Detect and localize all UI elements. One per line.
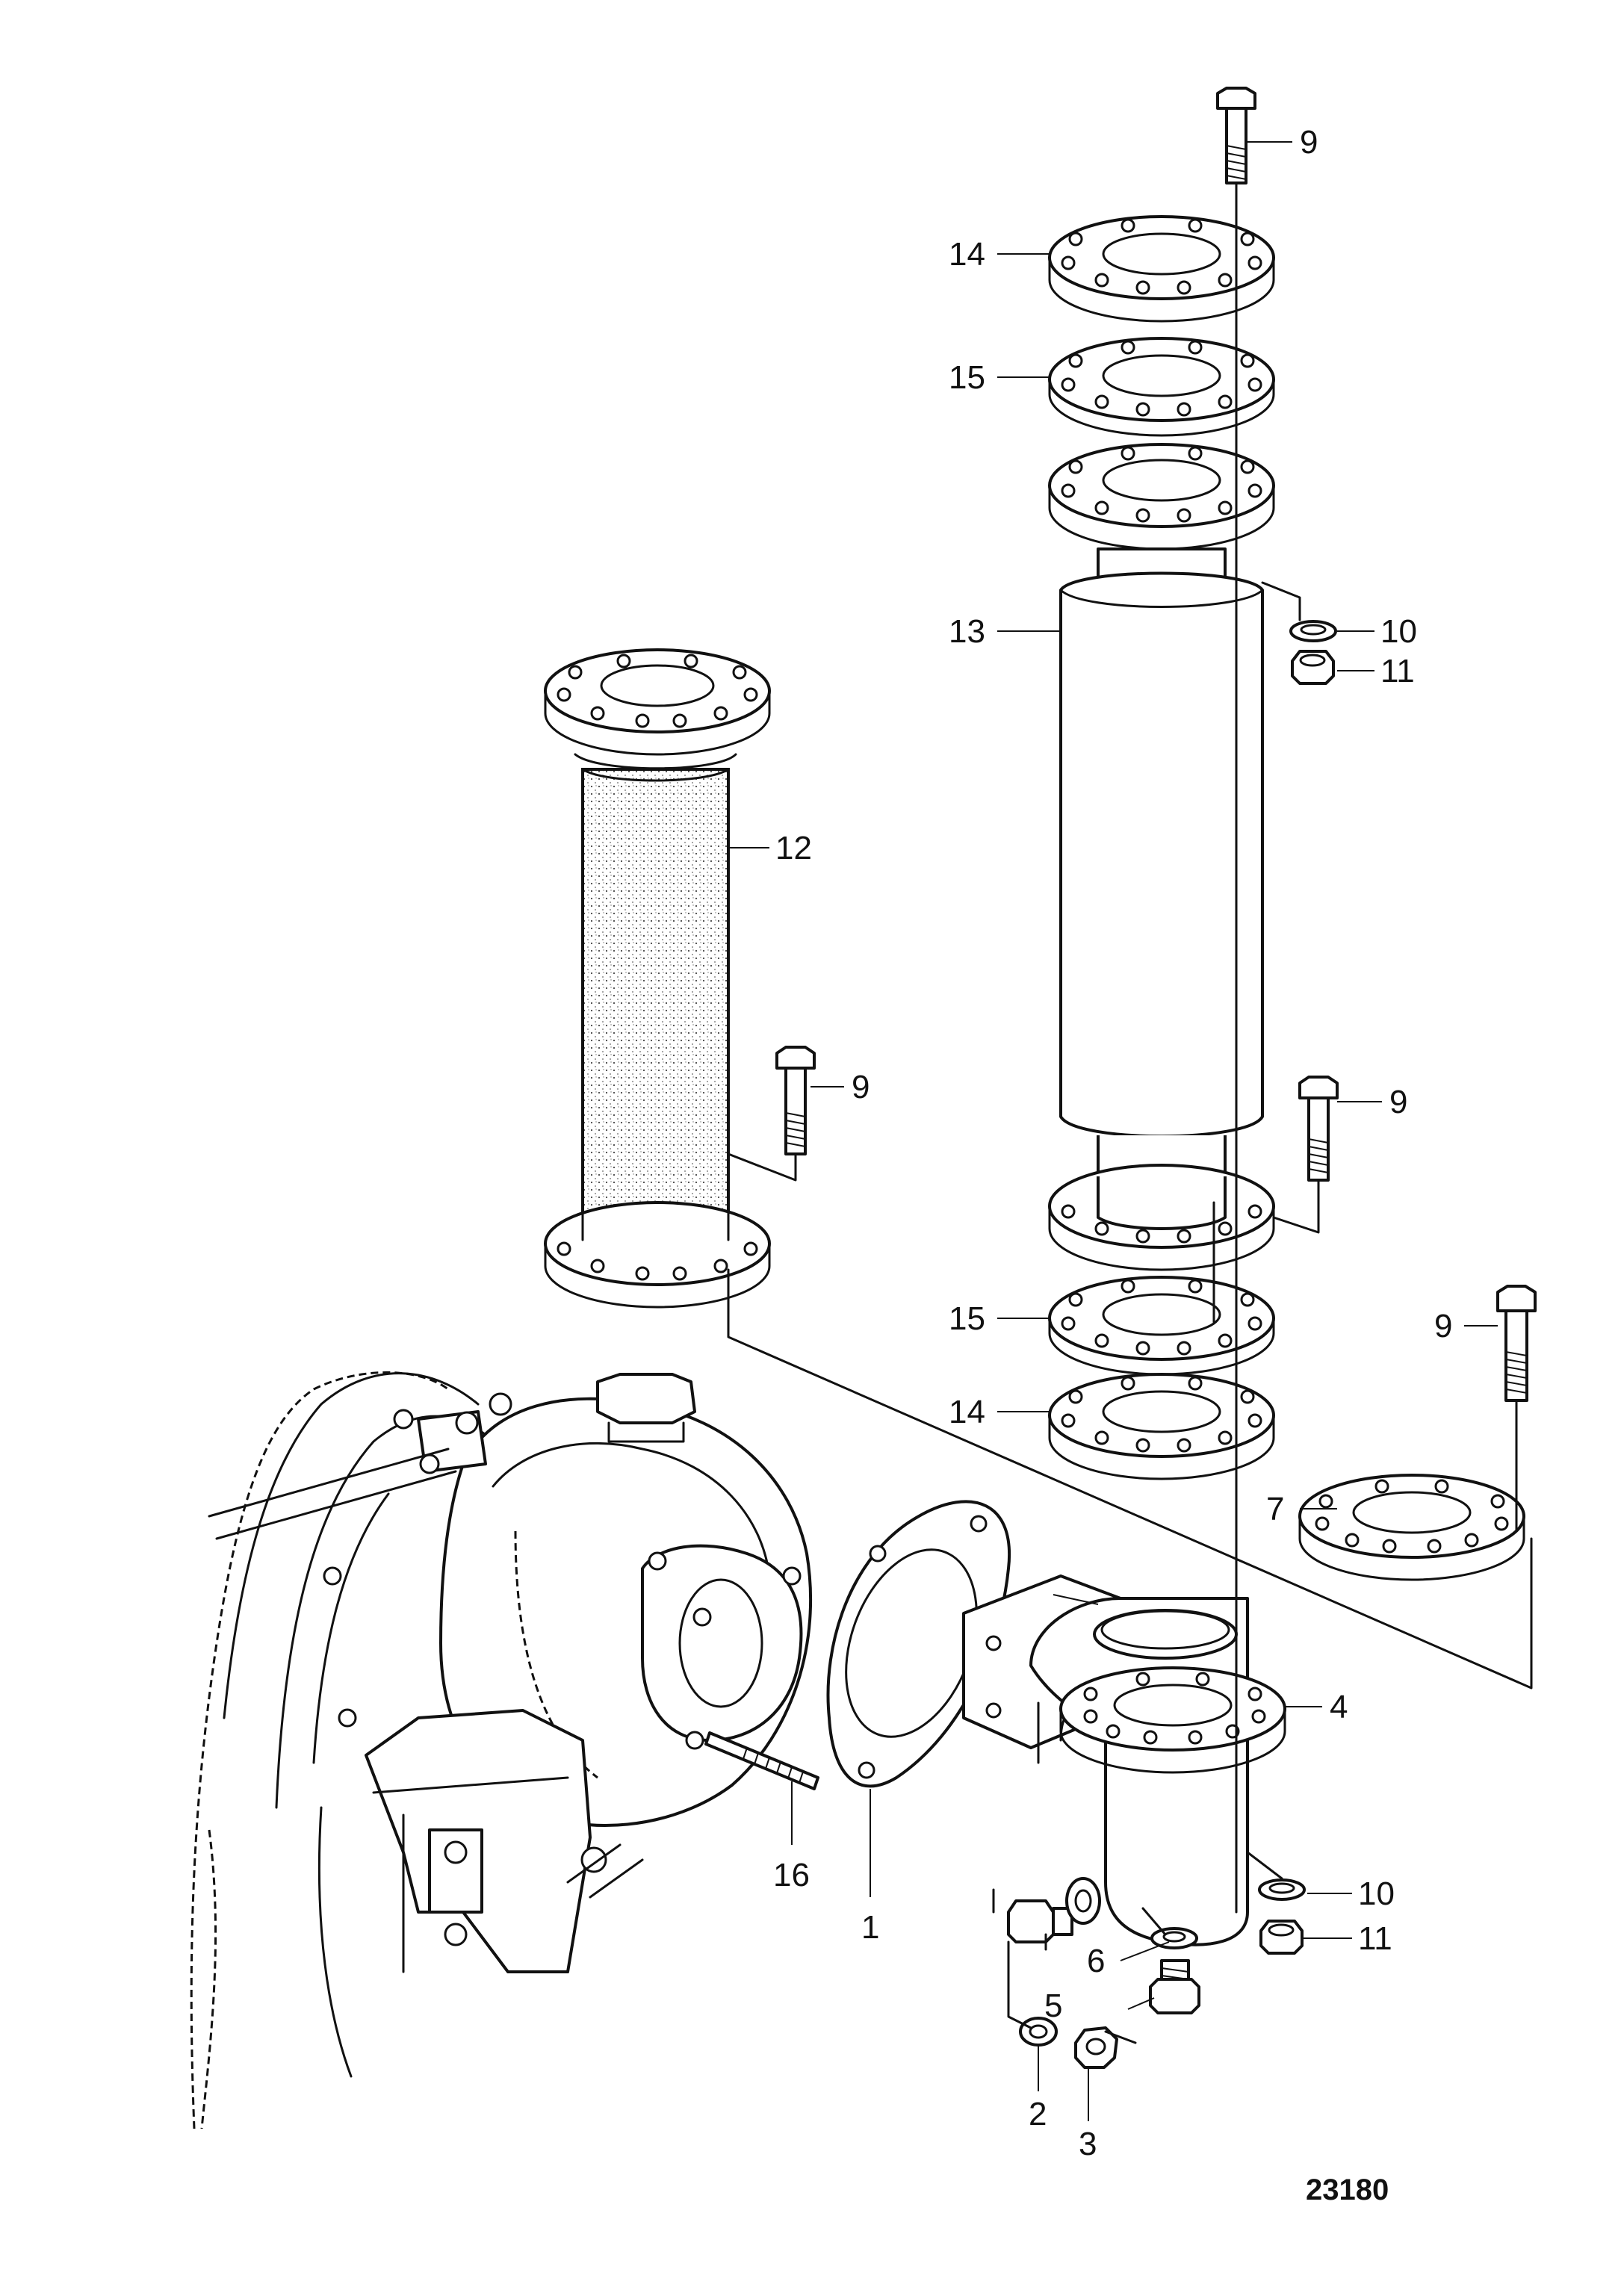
callout-10: 10 — [1358, 1875, 1395, 1912]
callout-12: 12 — [775, 830, 812, 866]
callout-9: 9 — [852, 1069, 870, 1105]
callout-10: 10 — [1380, 613, 1417, 650]
nut-3 — [1074, 2026, 1118, 2069]
plug-part — [1007, 1899, 1073, 1943]
flange-14-top — [1048, 215, 1275, 323]
bolt-9-top — [1216, 87, 1256, 184]
assembly-lines — [727, 181, 1533, 2044]
callout-labels: 9 14 15 13 10 11 12 9 9 15 14 9 7 4 16 1… — [773, 124, 1452, 2206]
washer-2 — [1019, 2017, 1058, 2047]
bolt-9-right — [1496, 1285, 1537, 1402]
callout-7: 7 — [1266, 1491, 1284, 1527]
nut-11-bottom — [1259, 1920, 1304, 1955]
callout-11: 11 — [1358, 1920, 1392, 1957]
callout-2: 2 — [1029, 2096, 1047, 2132]
bolt-9-mid — [1298, 1076, 1339, 1182]
callout-9: 9 — [1300, 124, 1318, 161]
callout-9: 9 — [1434, 1308, 1452, 1344]
nut-11-top — [1291, 650, 1335, 685]
muffler-13 — [1048, 443, 1275, 1271]
callout-11: 11 — [1380, 653, 1415, 689]
callout-9: 9 — [1389, 1084, 1407, 1120]
pump-housing — [190, 1371, 813, 2129]
gasket-15-top — [1048, 337, 1275, 437]
callout-13: 13 — [949, 613, 985, 650]
callout-4: 4 — [1330, 1689, 1348, 1725]
callout-15: 15 — [949, 1300, 985, 1337]
flange-14-bottom — [1048, 1373, 1275, 1480]
gasket-15-bottom — [1048, 1276, 1275, 1376]
callout-leaders — [728, 141, 1498, 2121]
tube-12 — [544, 648, 771, 1309]
elbow-4 — [962, 1574, 1286, 1946]
drawing-reference-number: 23180 — [1306, 2174, 1389, 2206]
callout-1: 1 — [861, 1909, 879, 1946]
flange-7 — [1298, 1474, 1525, 1581]
washer-10-bottom — [1258, 1878, 1306, 1901]
bolt-9-left — [775, 1046, 816, 1155]
callout-6: 6 — [1087, 1943, 1105, 1979]
callout-5: 5 — [1044, 1988, 1062, 2024]
callout-3: 3 — [1079, 2126, 1097, 2162]
stud-16 — [704, 1731, 819, 1790]
callout-14: 14 — [949, 236, 985, 273]
callout-15: 15 — [949, 359, 985, 396]
gasket-1 — [826, 1500, 1011, 1788]
washer-6-lower — [1150, 1927, 1198, 1949]
callout-14: 14 — [949, 1394, 985, 1430]
washer-10-top — [1289, 620, 1337, 642]
callout-16: 16 — [773, 1857, 810, 1893]
washer-6 — [1065, 1877, 1101, 1925]
bolt-5 — [1149, 1959, 1200, 2014]
